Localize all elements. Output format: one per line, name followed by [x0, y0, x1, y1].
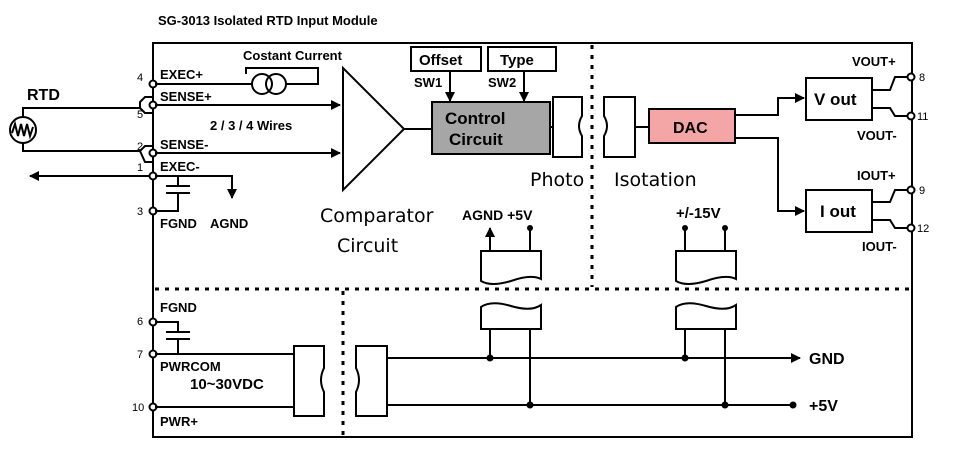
pin-8-terminal — [906, 72, 916, 82]
pin-11-number: 11 — [917, 111, 928, 123]
comparator-label-line1: Comparator — [320, 205, 434, 227]
control-circuit-line2: Circuit — [449, 130, 503, 149]
type-switch-box — [487, 46, 557, 72]
photo-coupler-left — [552, 96, 583, 158]
rtd-wire-bottom — [22, 143, 152, 152]
rtd-sensor — [9, 116, 37, 144]
dac-box — [648, 108, 736, 144]
offset-label: Offset — [419, 52, 462, 69]
iout-plus-label: IOUT+ — [857, 168, 896, 183]
plus5v-rail-label: +5V — [809, 398, 838, 415]
pin-4-number: 4 — [137, 72, 143, 84]
exec-minus-label: EXEC- — [160, 159, 200, 174]
pin-12-number: 12 — [917, 223, 929, 235]
comparator-triangle — [342, 65, 406, 193]
rtd-wire-top — [22, 96, 152, 117]
pin-2-number: 2 — [137, 141, 143, 153]
vout-minus-wire — [872, 107, 908, 117]
iout-minus-wire — [872, 219, 908, 229]
vout-box — [805, 77, 873, 121]
plus5v-rail-end — [789, 401, 797, 409]
dcdc-converter-left — [293, 345, 325, 417]
sw1-label: SW1 — [414, 75, 442, 90]
constant-current-label: Costant Current — [243, 48, 343, 63]
fgnd2-label: FGND — [160, 300, 197, 315]
pin-7-number: 7 — [137, 349, 143, 361]
type-label: Type — [500, 52, 534, 69]
module-outline — [152, 42, 913, 438]
agnd-wire — [155, 175, 237, 199]
pm15v-label: +/-15V — [676, 205, 721, 222]
exec-plus-label: EXEC+ — [160, 67, 203, 82]
pwr-plus-label: PWR+ — [160, 414, 198, 429]
pin-5-number: 5 — [137, 109, 143, 121]
dac-label: DAC — [673, 120, 708, 137]
gnd-rail-label: GND — [809, 351, 845, 368]
control-circuit-box — [431, 101, 551, 155]
iout-label: I out — [820, 202, 856, 221]
pin-6-number: 6 — [137, 316, 143, 328]
sense-plus-label: SENSE+ — [160, 89, 212, 104]
current-source-loop — [245, 67, 319, 85]
pin-9-terminal — [906, 185, 916, 195]
pin-1-number: 1 — [137, 162, 143, 174]
photo-label: Photo — [530, 169, 584, 191]
iout-minus-label: IOUT- — [862, 239, 897, 254]
vout-plus-label: VOUT+ — [852, 54, 896, 69]
constant-current-source — [251, 73, 287, 95]
power-fgnd-capacitor — [155, 321, 190, 354]
pin-12-terminal — [906, 223, 916, 233]
control-circuit-line1: Control — [445, 109, 505, 128]
vout-plus-wire — [872, 76, 908, 91]
rtd-wire-top-split — [139, 107, 152, 114]
offset-switch-box — [410, 46, 482, 72]
pm15v-transformer-top — [675, 250, 737, 285]
pin-10-number: 10 — [132, 402, 144, 414]
fgnd-capacitor — [155, 176, 190, 212]
comparator-label-line2: Circuit — [337, 235, 398, 257]
dac-to-vout-wire — [735, 93, 805, 116]
agnd-5v-label: AGND +5V — [462, 207, 533, 223]
photo-coupler-right — [603, 96, 636, 158]
vout-minus-label: VOUT- — [857, 128, 897, 143]
rtd-label: RTD — [27, 87, 60, 104]
pin-3-number: 3 — [137, 206, 143, 218]
pm15v-node-right — [722, 225, 728, 231]
vout-label: V out — [814, 90, 857, 109]
diagram-title: SG-3013 Isolated RTD Input Module — [158, 13, 378, 28]
voltage-range-label: 10~30VDC — [190, 376, 264, 393]
pin-11-terminal — [906, 111, 916, 121]
fgnd-label: FGND — [160, 216, 197, 231]
agnd-label: AGND — [210, 216, 248, 231]
isolation-label: Isotation — [614, 169, 697, 191]
rtd-wire-bottom-split — [139, 150, 152, 163]
pin-8-number: 8 — [919, 72, 925, 84]
agnd-5v-transformer-bottom — [480, 302, 542, 330]
plus5v-node — [527, 225, 533, 231]
pm15v-node-left — [682, 225, 688, 231]
iout-plus-wire — [872, 189, 908, 203]
dcdc-converter-right — [355, 345, 388, 417]
sw2-label: SW2 — [488, 75, 516, 90]
sense-minus-label: SENSE- — [160, 137, 208, 152]
dac-to-iout-wire — [735, 137, 805, 216]
agnd-5v-transformer-top — [480, 250, 542, 285]
pin-9-number: 9 — [919, 185, 925, 197]
iout-box — [805, 189, 873, 233]
pm15v-transformer-bottom — [675, 302, 737, 330]
pwrcom-label: PWRCOM — [160, 359, 221, 374]
wires-label: 2 / 3 / 4 Wires — [210, 118, 292, 133]
